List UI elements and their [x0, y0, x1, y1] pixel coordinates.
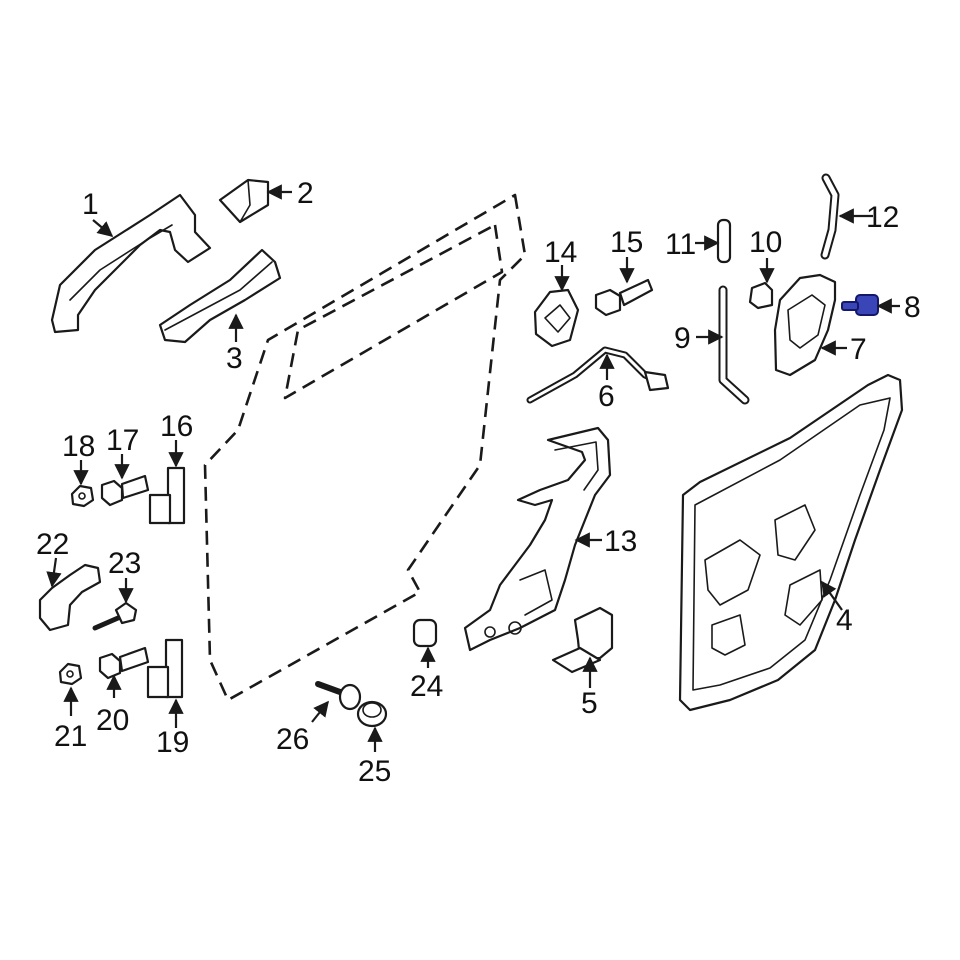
callout-20: 20: [96, 704, 129, 737]
part-15-bolt: [594, 278, 654, 317]
part-12-rod: [820, 173, 840, 260]
part-26-bolt: [315, 681, 362, 711]
callout-3: 3: [226, 342, 243, 375]
callout-11: 11: [665, 228, 696, 261]
callout-8: 8: [904, 291, 921, 324]
callout-5: 5: [581, 687, 598, 720]
callout-6: 6: [598, 380, 615, 413]
door-outline: [203, 193, 527, 702]
part-10-clip: [748, 281, 774, 310]
callout-12: 12: [866, 201, 899, 234]
callout-9: 9: [674, 322, 691, 355]
callout-16: 16: [160, 410, 193, 443]
part-4-panel: [678, 373, 904, 712]
callout-14: 14: [544, 236, 577, 269]
part-8-bolt: [841, 294, 879, 316]
callout-18: 18: [62, 430, 95, 463]
callout-21: 21: [54, 720, 87, 753]
part-13-regulator: [463, 426, 612, 652]
part-19-spacer: [146, 638, 184, 699]
callout-19: 19: [156, 726, 189, 759]
part-5-bracket: [551, 606, 614, 674]
part-3-handle-base: [158, 248, 282, 344]
part-6-rod: [526, 346, 670, 404]
callout-1: 1: [82, 188, 99, 221]
part-22-check-strap: [38, 563, 102, 632]
callout-labels: 1 2 3 4 5 6 7 8 9 10 11 12 13 14 15 16 1…: [36, 177, 921, 788]
part-24-bushing: [412, 618, 438, 648]
callout-15: 15: [610, 226, 643, 259]
part-14-bracket: [533, 288, 580, 348]
part-23-bolt: [92, 601, 138, 631]
part-1-outside-handle: [50, 193, 212, 334]
part-20-bolt: [98, 646, 150, 680]
callout-13: 13: [604, 525, 637, 558]
callout-17: 17: [106, 424, 139, 457]
callout-22: 22: [36, 528, 69, 561]
part-17-bolt: [100, 474, 150, 507]
part-7-latch: [773, 273, 837, 377]
callout-23: 23: [108, 547, 141, 580]
part-25-grommet: [356, 700, 388, 728]
callout-7: 7: [850, 333, 867, 366]
part-18-nut: [70, 484, 95, 508]
callout-25: 25: [358, 755, 391, 788]
part-21-nut: [58, 662, 83, 686]
callout-24: 24: [410, 670, 443, 703]
part-11-pin: [716, 218, 732, 264]
callout-26: 26: [276, 723, 309, 756]
callout-10: 10: [749, 226, 782, 259]
callout-4: 4: [836, 604, 853, 637]
part-16-spacer: [148, 466, 186, 525]
leader-lines: [46, 184, 900, 752]
part-2-handle-cover: [218, 178, 270, 224]
part-9-rod: [718, 285, 750, 405]
callout-2: 2: [297, 177, 314, 210]
